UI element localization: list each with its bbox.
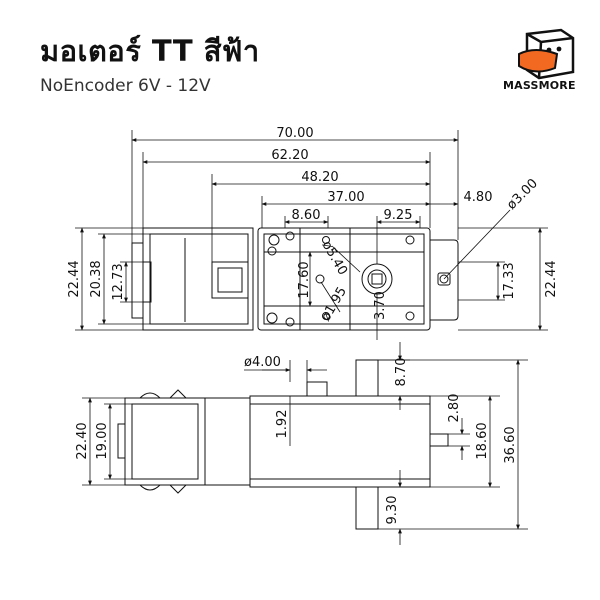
dim-62-20: 62.20 <box>271 148 308 163</box>
dim-1-92: 1.92 <box>275 410 290 439</box>
dim-17-60: 17.60 <box>297 261 312 298</box>
dim-20-38: 20.38 <box>89 260 104 297</box>
top-view <box>131 227 459 331</box>
dim-37-00: 37.00 <box>327 190 364 205</box>
dim-9-30: 9.30 <box>385 496 400 525</box>
dim-17-33: 17.33 <box>502 262 517 299</box>
dim-18-60: 18.60 <box>475 422 490 459</box>
dim-3-70: 3.70 <box>373 291 388 320</box>
dim-8-70: 8.70 <box>394 358 409 387</box>
dim-hole-1-95: ø1.95 <box>318 285 349 324</box>
dim-36-60: 36.60 <box>503 426 518 463</box>
brand-name: MASSMORE <box>503 79 576 92</box>
dim-9-25: 9.25 <box>384 208 413 223</box>
dim-4-80: 4.80 <box>464 190 493 205</box>
dim-19-00: 19.00 <box>95 422 110 459</box>
dim-12-73: 12.73 <box>111 263 126 300</box>
top-dimension-labels: 70.00 62.20 48.20 37.00 8.60 9.25 4.80 ø… <box>67 126 559 324</box>
massmore-logo-icon <box>518 28 575 80</box>
dim-22-40: 22.40 <box>75 422 90 459</box>
page-subtitle: NoEncoder 6V - 12V <box>40 76 211 96</box>
dim-70-00: 70.00 <box>276 126 313 141</box>
side-dimension-labels: 22.40 19.00 ø4.00 8.70 1.92 2.80 18.60 3… <box>75 355 518 524</box>
dim-right-22-44: 22.44 <box>544 260 559 297</box>
dim-8-60: 8.60 <box>292 208 321 223</box>
dim-hole-3-00: ø3.00 <box>504 176 541 213</box>
dim-left-22-44: 22.44 <box>67 260 82 297</box>
top-dimension-lines <box>75 130 548 340</box>
page-title: มอเตอร์ TT สีฟ้า <box>40 34 260 68</box>
side-view <box>117 359 449 530</box>
dim-48-20: 48.20 <box>301 170 338 185</box>
side-dimension-lines <box>82 342 528 545</box>
dim-2-80: 2.80 <box>447 394 462 423</box>
dim-hole-4-00: ø4.00 <box>244 355 281 370</box>
